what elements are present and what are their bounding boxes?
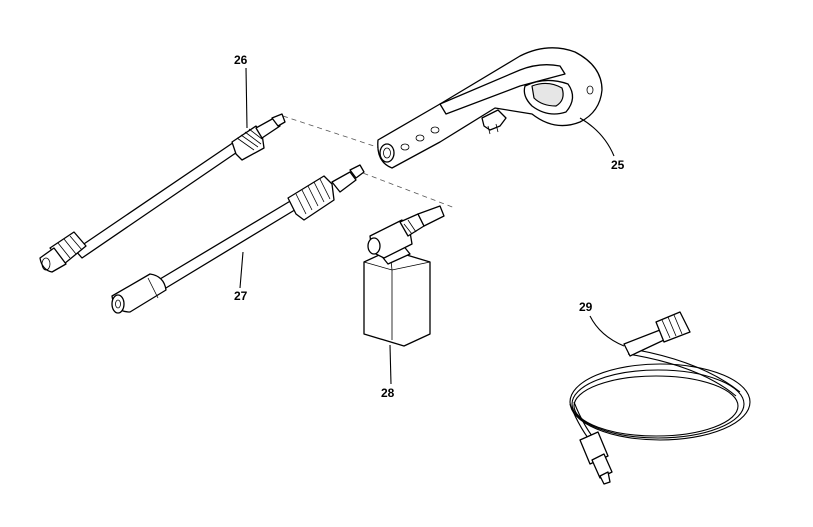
trigger-gun-part[interactable] — [377, 47, 603, 169]
callout-trigger-gun: 25 — [611, 158, 625, 172]
callout-high-pressure-hose: 29 — [579, 300, 593, 314]
detergent-bottle-part[interactable] — [363, 205, 445, 347]
high-pressure-hose-part[interactable] — [569, 311, 751, 485]
callout-spray-lance-adjustable: 26 — [234, 53, 248, 67]
leader-lines — [239, 67, 625, 385]
assembly-guide-lines — [282, 115, 456, 209]
adjustable-lance-part[interactable] — [39, 113, 286, 273]
callout-spray-lance-turbo: 27 — [234, 289, 248, 303]
callout-detergent-bottle: 28 — [381, 386, 395, 400]
turbo-lance-part[interactable] — [111, 164, 365, 314]
